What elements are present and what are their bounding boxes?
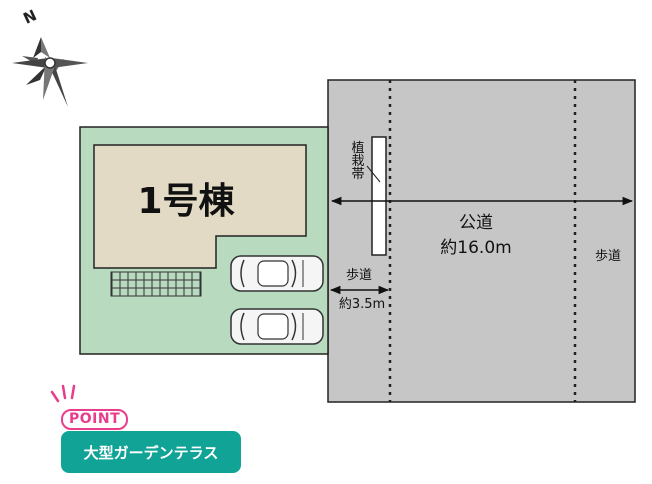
car-icon xyxy=(230,255,324,292)
point-caption: 大型ガーデンテラス xyxy=(61,431,241,473)
point-sparkle-icon xyxy=(50,384,76,403)
public-road-width-label: 約16.0m xyxy=(440,238,511,258)
point-badge: POINT xyxy=(61,409,129,430)
sidewalk-label-left: 歩道 xyxy=(346,268,372,283)
public-road xyxy=(327,79,636,403)
sidewalk-width-label: 約3.5m xyxy=(339,297,385,312)
north-label: N xyxy=(21,6,40,28)
building-outline xyxy=(93,144,307,269)
planting-strip xyxy=(371,136,387,256)
planting-strip-leader xyxy=(366,165,381,183)
sidewalk-label-right: 歩道 xyxy=(595,249,621,264)
compass-rose-icon: N xyxy=(12,6,88,107)
building-label: 1号棟 xyxy=(137,181,235,222)
planting-strip-label: 植栽帯 xyxy=(349,141,365,180)
garden-terrace-grid xyxy=(110,271,202,297)
car-icon xyxy=(230,308,324,345)
public-road-label: 公道 xyxy=(459,213,493,233)
